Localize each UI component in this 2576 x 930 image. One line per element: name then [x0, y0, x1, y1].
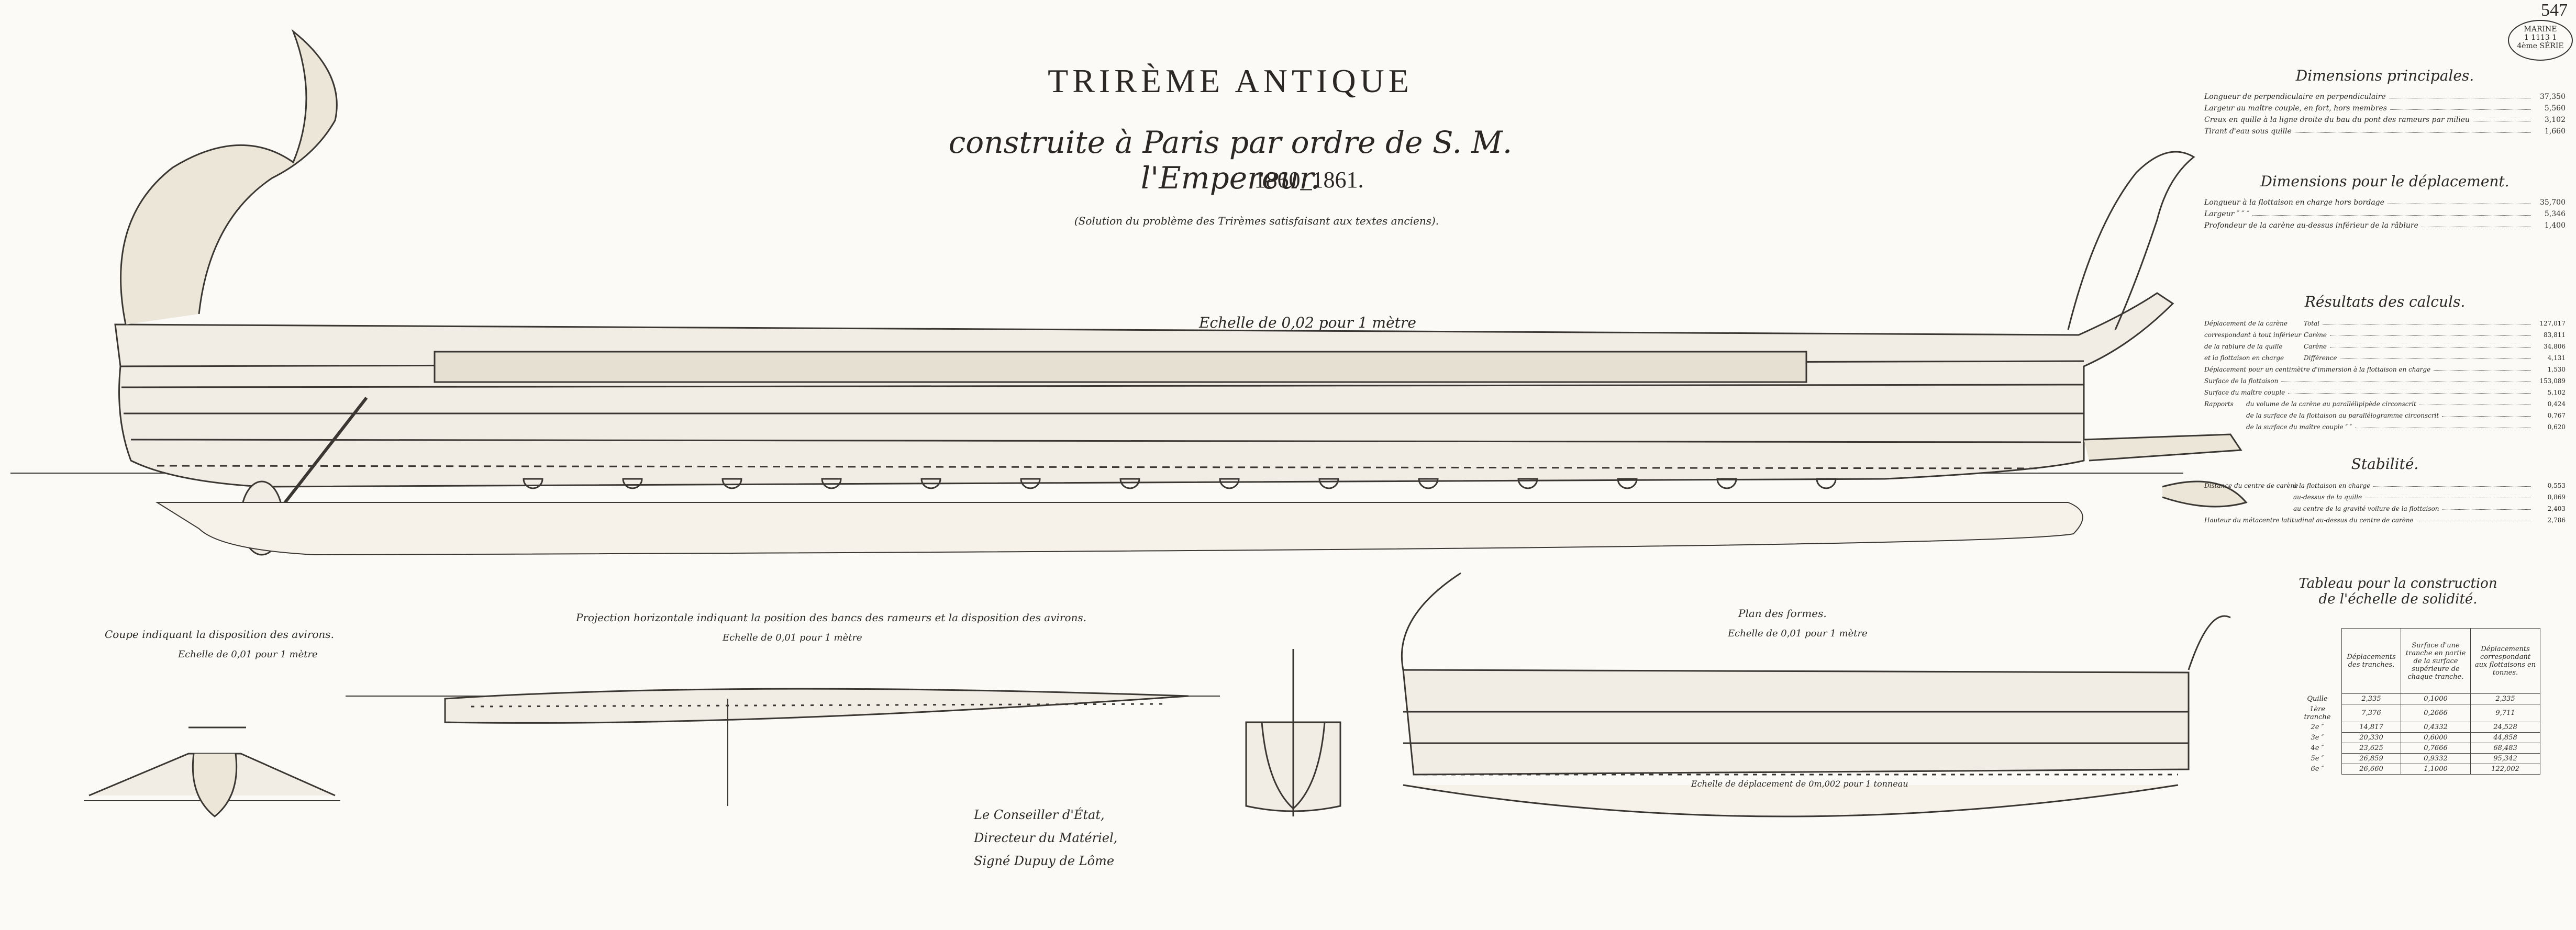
panel-title: Dimensions pour le déplacement.	[2260, 173, 2510, 190]
panel-title: Dimensions principales.	[2295, 67, 2474, 84]
stern-ornament	[120, 29, 338, 325]
lines-plan	[1401, 572, 2231, 817]
table-title-line: de l'échelle de solidité.	[2318, 591, 2478, 607]
table-title-line: Tableau pour la construction	[2299, 576, 2497, 591]
dimension-row: Longueur à la flottaison en charge hors …	[2204, 198, 2566, 207]
table-header: Déplacements correspondant aux flottaiso…	[2470, 628, 2540, 694]
table-header: Surface d'une tranche en partie de la su…	[2401, 628, 2471, 694]
signature-line: Le Conseiller d'État,	[974, 808, 1105, 822]
wale-line	[121, 384, 2084, 388]
plan-view-scale: Echelle de 0,01 pour 1 mètre	[723, 632, 862, 643]
bow-ornament	[2067, 151, 2195, 330]
section-scale: Echelle de 0,01 pour 1 mètre	[178, 649, 318, 660]
result-row: de la surface de la flottaison au parall…	[2246, 412, 2566, 419]
table-title: Tableau pour la construction de l'échell…	[2293, 576, 2503, 607]
displacement-dimensions-panel: Dimensions pour le déplacement. Longueur…	[2204, 173, 2566, 230]
wale-line	[130, 439, 2082, 443]
displacement-scale: Echelle de déplacement de 0m,002 pour 1 …	[1691, 779, 1908, 789]
waterline	[157, 465, 2042, 469]
oarports	[523, 478, 1837, 489]
dimension-row: Largeur ″ ″ ″5,346	[2204, 210, 2566, 218]
lines-plan-scale: Echelle de 0,01 pour 1 mètre	[1728, 628, 1868, 639]
dimension-row: Profondeur de la carène au-dessus inféri…	[2204, 221, 2566, 230]
stability-row: au centre de la gravité voilure de la fl…	[2293, 505, 2566, 512]
result-row: Déplacement pour un centimètre d'immersi…	[2204, 366, 2566, 373]
signature-line: Signé Dupuy de Lôme	[974, 854, 1115, 868]
section-label: Coupe indiquant la disposition des aviro…	[105, 628, 334, 641]
ram	[2083, 433, 2242, 462]
keel-view	[155, 502, 2083, 556]
bow-fin	[2162, 480, 2248, 508]
years: 1860_1861.	[1254, 167, 1364, 193]
body-plan	[1245, 649, 1341, 816]
plan-view	[346, 688, 1220, 806]
main-scale-label: Echelle de 0,02 pour 1 mètre	[1199, 314, 1416, 331]
stamp-line: 4ème SÉRIE	[2517, 42, 2564, 50]
signature-block: Le Conseiller d'État, Directeur du Matér…	[974, 803, 1117, 872]
solution-note: (Solution du problème des Trirèmes satis…	[1074, 215, 1439, 227]
page-title: TRIRÈME ANTIQUE	[1048, 62, 1413, 99]
dimension-row: Creux en quille à la ligne droite du bau…	[2204, 116, 2566, 124]
dimension-row: Longueur de perpendiculaire en perpendic…	[2204, 93, 2566, 101]
table-header: Déplacements des tranches.	[2341, 628, 2401, 694]
lines-plan-label: Plan des formes.	[1738, 607, 1827, 620]
section-drawing	[84, 726, 340, 817]
signature-line: Directeur du Matériel,	[974, 831, 1118, 845]
panel-title: Résultats des calculs.	[2304, 293, 2466, 310]
plan-view-label: Projection horizontale indiquant la posi…	[576, 611, 1087, 624]
decorative-frieze	[434, 351, 1807, 383]
stability-row: Hauteur du métacentre latitudinal au-des…	[2204, 517, 2566, 524]
main-dimensions-panel: Dimensions principales. Longueur de perp…	[2204, 67, 2566, 136]
panel-title: Stabilité.	[2351, 455, 2419, 473]
table-header	[2293, 629, 2342, 694]
subtitle: construite à Paris par ordre de S. M. l'…	[948, 125, 1513, 196]
stamp-line: MARINE	[2524, 25, 2557, 33]
hull-elevation	[114, 292, 2174, 488]
result-row: de la surface du maître couple ″ ″0,620	[2246, 423, 2566, 431]
stamp-line: 1 1113 1	[2524, 33, 2557, 42]
calculation-results-panel: Résultats des calculs. Déplacement de la…	[2204, 293, 2566, 431]
construction-table: Déplacements des tranches. Surface d'une…	[2293, 628, 2540, 775]
dimension-row: Largeur au maître couple, en fort, hors …	[2204, 104, 2566, 113]
construction-table-wrap: Déplacements des tranches. Surface d'une…	[2293, 628, 2540, 775]
